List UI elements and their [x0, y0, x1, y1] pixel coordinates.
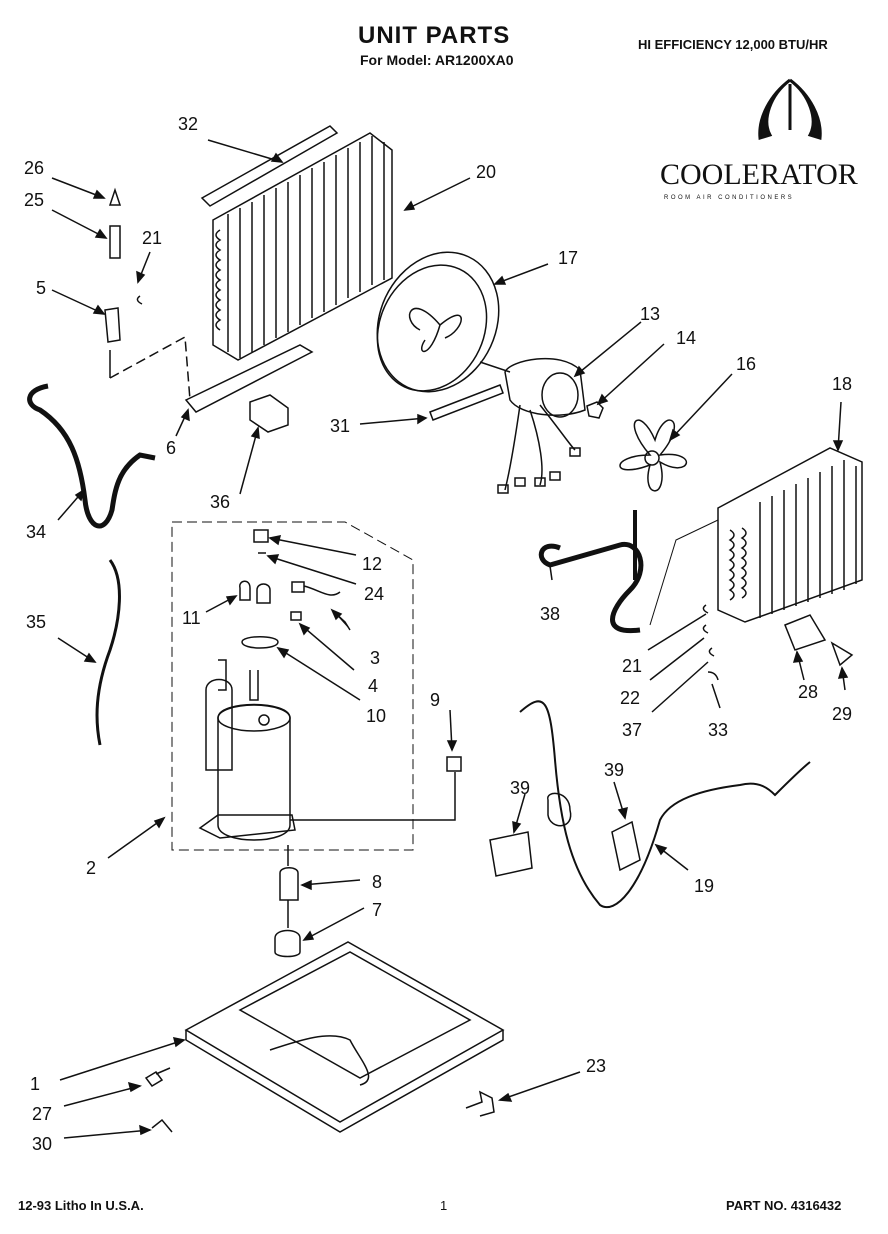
callout-1: 1 — [30, 1074, 41, 1094]
callout-5: 5 — [36, 278, 47, 298]
screw-part — [144, 1067, 171, 1087]
mount-part — [274, 929, 301, 958]
bracket-bar-part — [200, 125, 339, 207]
pad-part — [611, 820, 641, 872]
page-title: UNIT PARTS — [358, 22, 511, 49]
callout-13: 13 — [640, 304, 661, 324]
callout-17: 17 — [558, 248, 579, 268]
foam-block-part — [249, 394, 289, 433]
callout-12: 12 — [362, 554, 383, 574]
callout-10: 10 — [366, 706, 387, 726]
grommet-part — [446, 756, 462, 772]
callout-28: 28 — [798, 682, 819, 702]
model-subtitle: For Model: AR1200XA0 — [360, 52, 514, 68]
fan-shroud-part — [376, 251, 500, 393]
callout-14: 14 — [676, 328, 697, 348]
callout-31: 31 — [330, 416, 351, 436]
callout-11: 11 — [182, 608, 201, 628]
callout-9: 9 — [430, 690, 441, 710]
compressor-part — [198, 659, 296, 841]
callout-8: 8 — [372, 872, 383, 892]
callout-22: 22 — [620, 688, 641, 708]
callout-36: 36 — [210, 492, 231, 512]
callout-32: 32 — [178, 114, 199, 134]
callout-39: 39 — [510, 778, 531, 798]
condenser-coil-part — [212, 132, 393, 361]
callout-20: 20 — [476, 162, 497, 182]
motor-part — [479, 357, 586, 494]
mount-part — [279, 867, 299, 901]
part-number: PART NO. 4316432 — [726, 1198, 842, 1213]
footer-litho: 12-93 Litho In U.S.A. — [18, 1198, 144, 1213]
callout-3: 3 — [370, 648, 381, 668]
callout-39: 39 — [604, 760, 625, 780]
page-number: 1 — [440, 1198, 448, 1213]
callout-30: 30 — [32, 1134, 53, 1154]
callout-7: 7 — [372, 900, 383, 920]
callout-26: 26 — [24, 158, 45, 178]
callout-21: 21 — [622, 656, 643, 676]
bracket-part — [465, 1090, 495, 1117]
callout-33: 33 — [708, 720, 729, 740]
strap-part — [429, 384, 504, 421]
callout-23: 23 — [586, 1056, 607, 1076]
efficiency-label: HI EFFICIENCY 12,000 BTU/HR — [638, 37, 828, 52]
callout-16: 16 — [736, 354, 757, 374]
callout-19: 19 — [694, 876, 715, 896]
callout-37: 37 — [622, 720, 643, 740]
callout-18: 18 — [832, 374, 853, 394]
callout-24: 24 — [364, 584, 385, 604]
evaporator-coil-part — [717, 447, 863, 623]
callout-38: 38 — [540, 604, 561, 624]
callout-35: 35 — [26, 612, 47, 632]
callout-25: 25 — [24, 190, 45, 210]
callout-34: 34 — [26, 522, 47, 542]
callout-4: 4 — [368, 676, 379, 696]
brand-tagline: ROOM AIR CONDITIONERS — [664, 195, 795, 201]
nut-part — [586, 401, 604, 419]
callout-6: 6 — [166, 438, 177, 458]
fan-blade-part — [619, 419, 688, 492]
callout-27: 27 — [32, 1104, 53, 1124]
pad-part — [489, 831, 533, 877]
brand-name-logo: COOLERATOR — [660, 158, 858, 191]
callout-21: 21 — [142, 228, 163, 248]
base-pan-part — [184, 941, 505, 1133]
callout-29: 29 — [832, 704, 853, 724]
callout-2: 2 — [86, 858, 97, 878]
clip-part — [151, 1118, 173, 1133]
tube-part — [184, 344, 314, 413]
